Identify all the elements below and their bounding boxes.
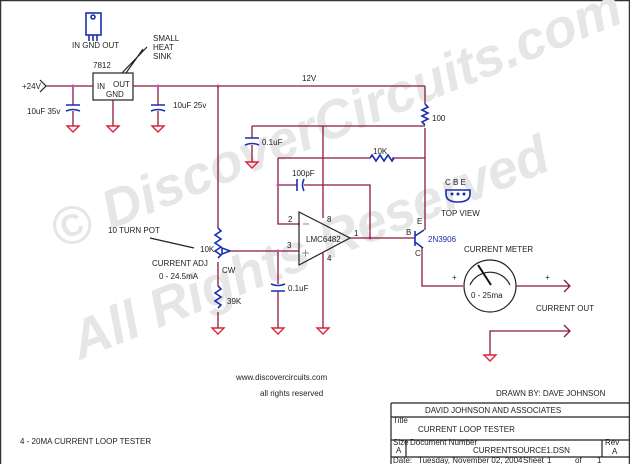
heatsink-label: HEAT bbox=[153, 43, 174, 52]
cap-label: 0.1uF bbox=[262, 138, 283, 147]
rights-text: all rights reserved bbox=[260, 389, 323, 398]
size-value: A bbox=[396, 446, 402, 455]
pot-range: 0 - 24.5mA bbox=[159, 272, 199, 281]
pin-label: IN bbox=[97, 82, 105, 91]
cap-label: 0.1uF bbox=[288, 284, 309, 293]
rev-value: A bbox=[612, 447, 618, 456]
ground-icon bbox=[210, 327, 226, 335]
regulator-part: 7812 bbox=[93, 61, 111, 70]
plus-label: + bbox=[545, 273, 550, 282]
sheet-value: 1 bbox=[547, 456, 552, 464]
pot-value: 10K bbox=[200, 245, 215, 254]
of-label: of bbox=[575, 456, 582, 464]
pin-label: B bbox=[406, 228, 411, 237]
date-label: Date: bbox=[393, 456, 412, 464]
resistor-icon bbox=[213, 227, 223, 309]
drawn-by: DRAWN BY: DAVE JOHNSON bbox=[496, 389, 606, 398]
topview-pins: C B E bbox=[445, 178, 466, 187]
plus-label: + bbox=[452, 273, 457, 282]
pin-label: 3 bbox=[287, 241, 292, 250]
regulator-package-icon bbox=[85, 12, 102, 41]
ground-icon bbox=[482, 354, 498, 362]
ground-icon bbox=[244, 161, 260, 169]
title-label: Title bbox=[393, 416, 408, 425]
sheets-value: 1 bbox=[597, 456, 602, 464]
resistor-icon bbox=[369, 153, 395, 163]
heatsink-label: SINK bbox=[153, 52, 172, 61]
cap-label: 10uF 35v bbox=[27, 107, 60, 116]
transistor-2n3906 bbox=[414, 229, 425, 249]
opamp-polarity-icon bbox=[302, 223, 309, 257]
sheet-label: Sheet bbox=[523, 456, 545, 464]
pin-label: 2 bbox=[288, 215, 293, 224]
output-label: CURRENT OUT bbox=[536, 304, 594, 313]
opamp-label: LMC6482 bbox=[306, 235, 341, 244]
transistor-label: 2N3906 bbox=[428, 235, 457, 244]
title-block: DAVID JOHNSON AND ASSOCIATES Title CURRE… bbox=[390, 402, 630, 464]
cap-label: 100pF bbox=[292, 169, 315, 178]
capacitor-icon bbox=[296, 178, 305, 192]
pin-label: 1 bbox=[354, 229, 359, 238]
pin-label: E bbox=[417, 217, 422, 226]
ground-icon bbox=[270, 327, 331, 335]
meter-needle-icon bbox=[477, 264, 492, 286]
capacitor-icon bbox=[244, 137, 260, 146]
pin-label: OUT bbox=[113, 80, 130, 89]
pin-label: 8 bbox=[327, 215, 332, 224]
topview-label: TOP VIEW bbox=[441, 209, 480, 218]
resistor-icon bbox=[420, 103, 430, 126]
to92-package-icon bbox=[445, 189, 471, 203]
rail-label: 12V bbox=[302, 74, 317, 83]
input-label: +24V bbox=[22, 82, 42, 91]
opamp-lmc6482 bbox=[298, 211, 352, 266]
resistor-label: 39K bbox=[227, 297, 242, 306]
pin-label: 4 bbox=[327, 254, 332, 263]
heatsink-label: SMALL bbox=[153, 34, 180, 43]
cw-label: CW bbox=[222, 266, 236, 275]
rev-label: Rev bbox=[605, 438, 619, 447]
pin-label: GND bbox=[106, 90, 124, 99]
capacitor-icon bbox=[270, 283, 286, 292]
regulator-pinout: IN GND OUT bbox=[72, 41, 119, 50]
date-value: Tuesday, November 02, 2004 bbox=[418, 456, 523, 464]
pin-label: C bbox=[415, 249, 421, 258]
resistor-label: 10K bbox=[373, 147, 388, 156]
resistor-label: 100 bbox=[432, 114, 446, 123]
output-arrow-icon bbox=[489, 324, 571, 355]
title-value: CURRENT LOOP TESTER bbox=[418, 425, 515, 434]
company-name: DAVID JOHNSON AND ASSOCIATES bbox=[425, 406, 561, 415]
meter-range: 0 - 25ma bbox=[471, 291, 503, 300]
meter-label: CURRENT METER bbox=[464, 245, 533, 254]
diagram-title: 4 - 20MA CURRENT LOOP TESTER bbox=[20, 437, 151, 446]
capacitor-icon bbox=[65, 104, 166, 112]
pot-wiper-icon bbox=[221, 246, 233, 256]
cap-label: 10uF 25v bbox=[173, 101, 206, 110]
ground-icon bbox=[65, 125, 166, 133]
output-arrow-icon bbox=[516, 279, 571, 293]
docnum-label: Document Number bbox=[410, 438, 477, 447]
site-url: www.discovercircuits.com bbox=[235, 373, 327, 382]
docnum-value: CURRENTSOURCE1.DSN bbox=[473, 446, 570, 455]
pot-note: 10 TURN POT bbox=[108, 226, 160, 235]
pot-label: CURRENT ADJ bbox=[152, 259, 208, 268]
size-label: Size bbox=[393, 438, 409, 447]
